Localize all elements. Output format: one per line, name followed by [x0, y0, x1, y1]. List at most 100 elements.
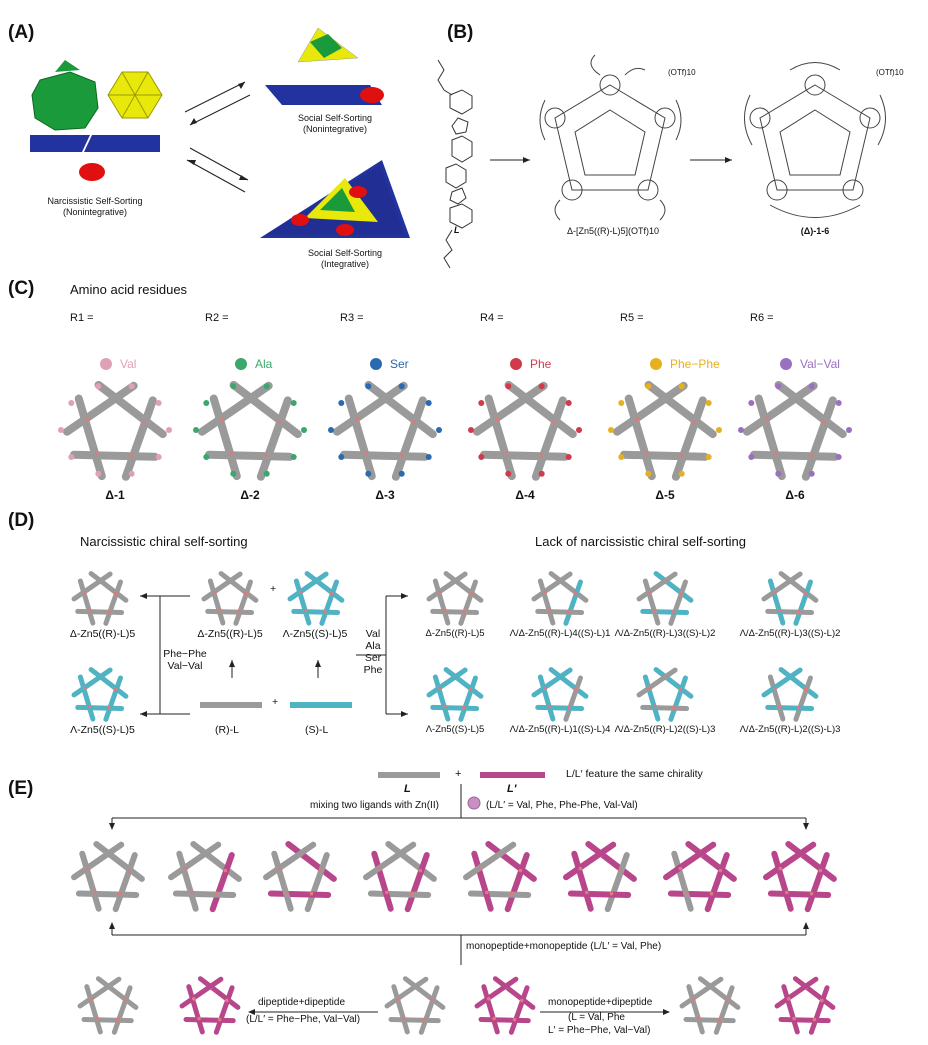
e-bottom-cage-4-zn — [492, 1016, 496, 1021]
cage-3-zn — [411, 420, 416, 425]
cage-4-bar — [484, 394, 516, 481]
e-bottom-cage-5-zn — [724, 998, 729, 1003]
d-cage-right-bottom-2-zn — [678, 687, 683, 692]
e-cage-7-zn — [784, 890, 789, 895]
d-cage-left-top-bar — [77, 578, 96, 626]
cage-6-zn — [774, 451, 779, 455]
otf-label-1: (OTf)10 — [668, 68, 696, 77]
cage-5-zn — [691, 420, 696, 425]
cage-4-zn — [495, 417, 499, 422]
d-cage-left-bottom-bar — [77, 674, 96, 722]
d-right-label: Λ/Δ-Zn5((R)-L)2((S)-L)3 — [614, 724, 716, 735]
e-bottom-cage-2-zn — [197, 1016, 201, 1021]
d-cage-mid-left-bar — [205, 608, 255, 616]
cage1-label: Δ-[Zn5((R)-L)5](OTf)10 — [566, 226, 660, 236]
d-cage-right-bottom-0-bar — [432, 674, 451, 722]
cage-4-bar — [531, 396, 567, 481]
d-left-top: Δ-Zn5((R)-L)5 — [69, 628, 136, 640]
cage-1-bar — [63, 381, 138, 436]
d-cage-right-bottom-0-zn — [438, 686, 442, 691]
e-cage-2-zn — [318, 868, 323, 873]
d-cage-right-bottom-1-bar — [537, 674, 556, 722]
d-cage-right-top-2-zn — [672, 609, 676, 614]
d-mid-left: Δ-Zn5((R)-L)5 — [197, 628, 263, 640]
e-mix-cond: (L/L′ = Val, Phe, Phe-Phe, Val-Val) — [486, 800, 638, 811]
e-bottom-cage-6-zn — [786, 997, 791, 1001]
e-bottom-cage-4-bar — [474, 976, 519, 1009]
d-cage-right-bottom-2-bar — [640, 704, 690, 712]
d-cage-right-top-2-zn — [653, 608, 657, 613]
e-bottom-cage-6-zn — [792, 1016, 796, 1021]
amino-title: Amino acid residues — [70, 282, 188, 297]
residue-ball-icon — [370, 358, 382, 370]
e-cage-7-bar — [763, 841, 817, 881]
e-bottom-cage-4-zn — [512, 1017, 517, 1022]
d-cage-left-bottom-zn — [107, 705, 111, 710]
cage-label: Δ-1 — [105, 488, 125, 502]
cage-label: Δ-5 — [655, 488, 675, 502]
e-bottom-cage-2-bar — [179, 976, 224, 1009]
e-cage-2-bar — [271, 850, 294, 912]
e-cage-7-bar — [785, 841, 837, 882]
d-cage-right-top-2-zn — [648, 590, 652, 595]
e-bottom-cage-5-bar — [713, 985, 735, 1035]
residue-r-label: R1 = — [70, 312, 94, 324]
e-cage-0-zn — [117, 891, 122, 896]
e-cage-4-bar — [463, 841, 517, 881]
cage-2-bar — [198, 381, 273, 436]
cage-4-zn — [551, 420, 556, 425]
e-bottom-cage-3-bar — [391, 984, 410, 1035]
cage1-structure — [539, 54, 682, 221]
d-lig-s: (S)-L — [305, 724, 329, 736]
cage-2-zn — [276, 420, 281, 425]
d-cage-left-bottom-bar — [103, 675, 123, 722]
e-di-di-cond: (L/L′ = Phe−Phe, Val−Val) — [246, 1014, 361, 1025]
residue-r-label: R4 = — [480, 312, 504, 324]
e-bottom-cage-6-zn — [812, 1017, 817, 1022]
d-cage-mid-right-bar — [293, 578, 312, 626]
residue-r-label: R3 = — [340, 312, 364, 324]
e-cage-3-zn — [384, 890, 389, 895]
e-bottom-cage-2-bar — [183, 1016, 236, 1024]
d-cage-left-top-bar — [71, 571, 113, 602]
d-plus: + — [270, 583, 277, 595]
e-bottom-cage-4-zn — [519, 998, 524, 1003]
cage-3-zn — [355, 417, 359, 422]
d-cage-right-bottom-0-bar — [430, 704, 480, 712]
cage-2-bar — [209, 394, 241, 481]
e-cage-2-bar — [263, 841, 317, 881]
e-cage-1-zn — [183, 866, 188, 871]
e-cage-0-bar — [79, 850, 102, 912]
narc-title: Narcissistic chiral self-sorting — [80, 534, 248, 549]
e-bottom-cage-5-bar — [683, 1016, 736, 1024]
d-cage-right-bottom-2-bar — [642, 674, 661, 722]
cage-label: Δ-2 — [240, 488, 260, 502]
d-cage-mid-left-zn — [213, 590, 217, 595]
e-cage-0-bar — [112, 852, 138, 913]
e-bottom-cage-3-bar — [402, 976, 446, 1010]
residue-ball-icon — [780, 358, 792, 370]
cage-1-bar — [94, 380, 167, 439]
d-cage-right-top-1-bar — [537, 578, 556, 626]
cage-6-bar — [749, 450, 839, 461]
d-right-label: Λ/Δ-Zn5((R)-L)4((S)-L)1 — [509, 628, 611, 639]
panel-d-label: (D) — [8, 510, 35, 531]
e-cage-0-zn — [92, 890, 97, 895]
e-cage-5-bar — [585, 841, 637, 882]
d-cage-right-top-1-zn — [573, 591, 578, 596]
e-cage-4-zn — [478, 866, 483, 871]
d-cage-right-bottom-0-bar — [443, 667, 484, 699]
